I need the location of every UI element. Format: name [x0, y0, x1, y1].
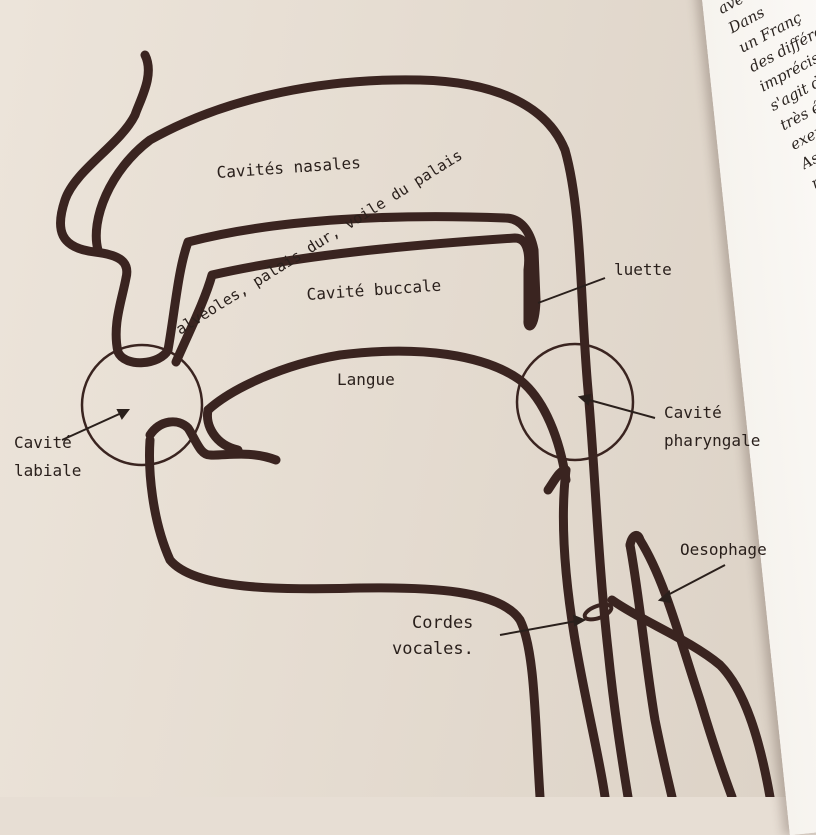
outer-head-outline — [60, 55, 168, 363]
larynx-back — [612, 600, 770, 797]
label-nasal-cavities: Cavités nasales — [216, 153, 361, 182]
label-pharyngeal-cavity-1: Cavité — [664, 403, 722, 422]
vocal-tract-diagram: Cavités nasales alvéoles, palais dur, vo… — [0, 0, 816, 797]
label-labial-cavity-1: Cavité — [14, 433, 72, 452]
uvula-pointer-line — [538, 278, 605, 303]
label-esophagus: Oesophage — [680, 540, 767, 559]
nasal-cavity-roof — [96, 80, 628, 797]
label-pharyngeal-cavity-2: pharyngale — [664, 431, 760, 450]
label-oral-cavity: Cavité buccale — [306, 276, 442, 304]
chin-jaw — [150, 440, 540, 797]
esophagus-pointer-line — [662, 565, 725, 598]
label-vocal-cords-2: vocales. — [392, 639, 474, 659]
vocal-cords-arrow-head — [574, 616, 584, 625]
labial-arrow-head — [118, 410, 128, 418]
label-uvula: luette — [614, 260, 672, 279]
tongue-tip — [207, 410, 238, 450]
label-vocal-cords-1: Cordes — [412, 613, 473, 633]
label-tongue: Langue — [337, 370, 395, 389]
labial-pointer-line — [62, 410, 128, 440]
esophagus-top — [630, 535, 640, 545]
label-labial-cavity-2: labiale — [14, 461, 81, 480]
pharyngeal-arrow-head — [580, 395, 590, 404]
